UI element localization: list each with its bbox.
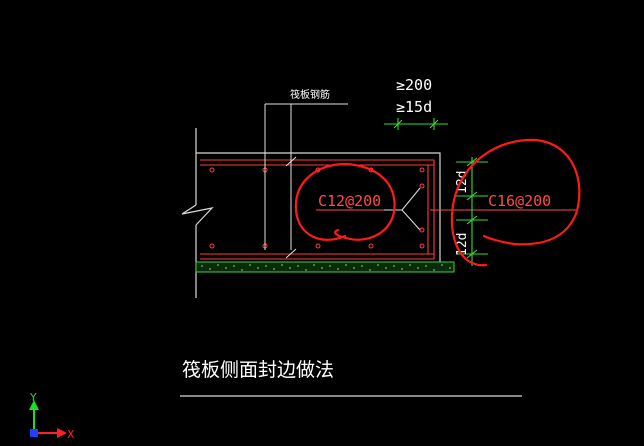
dim-min-15d: ≥15d — [396, 98, 432, 116]
rebar-leader-arrows — [384, 187, 421, 231]
support-bars — [264, 104, 297, 259]
ucs-x-label: X — [67, 428, 75, 441]
markup-circle-inner — [294, 162, 396, 241]
ucs-icon — [29, 400, 67, 438]
rebar-inner-label: C12@200 — [318, 192, 381, 210]
rebar-dots — [209, 167, 425, 249]
cushion-layer — [195, 261, 455, 273]
break-line — [181, 204, 214, 226]
dim-min-200: ≥200 — [396, 76, 432, 94]
rebar-leader-label: 筏板钢筋 — [290, 88, 330, 101]
rebar-side-label: C16@200 — [488, 192, 551, 210]
top-dimension-line — [384, 118, 448, 130]
markup-circle-side — [450, 138, 581, 267]
main-rebar — [200, 159, 435, 260]
dim-12d-bottom: 12d — [455, 233, 470, 256]
ucs-y-label: Y — [29, 391, 37, 404]
drawing-title: 筏板侧面封边做法 — [182, 359, 334, 381]
